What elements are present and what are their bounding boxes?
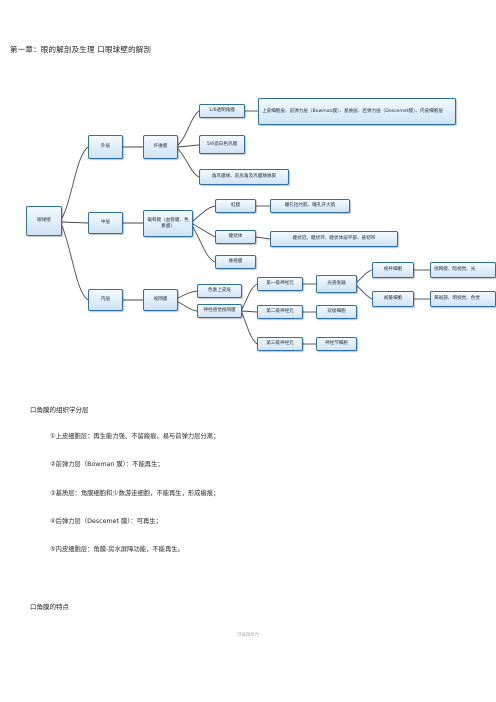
node-inner-layer: 内层 (88, 289, 123, 311)
node-limbus: 角巩膜缘、前房角及巩膜静脉窦 (199, 169, 289, 185)
node-third-neuron: 第三级神经元 (257, 337, 303, 351)
connector-fibrous-cornea (177, 110, 200, 146)
node-middle-layer: 中层 (88, 212, 123, 234)
cornea-layer-item: ⑤内皮细胞层：角膜-房水屏障功能，不能再生。 (50, 546, 184, 553)
cornea-layer-item: ④后弹力层（Descemet 膜）：可再生； (50, 518, 162, 525)
node-eyeball-wall: 眼球壁 (26, 206, 62, 236)
connector-uvea-iris (192, 205, 216, 222)
connector-retina-rpe (177, 290, 198, 299)
node-choroid: 脉络膜 (215, 255, 256, 269)
node-cone-detail: 黄斑部、明视觉、色觉 (430, 291, 496, 307)
node-neurosensory-retina: 神经感觉视网膜 (197, 304, 242, 318)
node-iris-muscles: 瞳孔括约肌、瞳孔开大肌 (270, 199, 350, 213)
node-first-neuron: 第一级神经元 (257, 277, 303, 291)
connector-photo-rod (356, 269, 373, 283)
connector-uvea-choroid (192, 226, 216, 263)
cornea-layer-item: ②前弹力层（Bowman 膜）：不能再生； (50, 461, 164, 468)
connector-neuro-n1 (241, 283, 258, 310)
cornea-features-title: 口角膜的特点 (30, 603, 69, 611)
node-retina: 视网膜 (143, 289, 178, 311)
node-ganglion-cell: 神经节细胞 (316, 337, 357, 351)
node-fibrous-tunic: 纤维膜 (143, 135, 178, 159)
cornea-layers-title: 口角膜的组织学分层 (30, 406, 89, 414)
connector-root-inner (61, 225, 89, 301)
connector-uvea-ciliary (192, 223, 216, 238)
node-ciliary-body: 睫状体 (215, 230, 256, 244)
node-rod-cell: 视杆细胞 (372, 262, 414, 278)
node-rpe: 色素上皮层 (197, 284, 242, 298)
node-cone-cell: 视锥细胞 (372, 291, 414, 307)
node-photoreceptor: 光感受器 (316, 275, 357, 293)
cornea-layer-item: ③基质层：角膜细胞和少数游走细胞，不能再生，形成瘢痕； (50, 490, 220, 497)
node-sclera: 5/6瓷白色巩膜 (199, 135, 245, 154)
connector-neuro-n2 (241, 310, 258, 313)
connector-ciliary-detail (255, 236, 271, 240)
node-iris: 虹膜 (215, 199, 256, 213)
connector-root-outer (61, 146, 89, 219)
cornea-layer-item: ①上皮细胞层：再生能力强、不留瘢痕，易与前弹力层分离； (50, 433, 220, 440)
connector-fibrous-sclera (177, 144, 200, 148)
node-uvea: 葡萄膜（血管膜、色素膜） (143, 210, 193, 237)
node-ciliary-parts: 睫状冠、睫状环、睫状体扁平部、悬韧带 (270, 231, 398, 247)
node-outer-layer: 外层 (88, 135, 123, 159)
node-cornea-layers: 上皮细胞层、前弹力层（Bowman膜）、基质层、后弹力层（Descemet膜）、… (258, 98, 456, 125)
connector-root-middle (61, 221, 89, 224)
chapter-heading: 第一章：眼的解剖及生理 口眼球壁的解剖 (10, 45, 152, 54)
connector-fibrous-limbus (177, 148, 200, 178)
connector-neuro-n3 (241, 312, 258, 345)
node-rod-detail: 视网膜、暗视觉、光 (430, 262, 496, 278)
connector-photo-cone (356, 285, 373, 300)
page-footer: · 可编辑修改 · (233, 633, 263, 638)
node-second-neuron: 第二级神经元 (257, 305, 303, 319)
node-cornea: 1/6透明角膜 (199, 104, 245, 118)
connector-retina-neuro (177, 301, 198, 312)
node-bipolar-cell: 双极细胞 (316, 305, 357, 319)
